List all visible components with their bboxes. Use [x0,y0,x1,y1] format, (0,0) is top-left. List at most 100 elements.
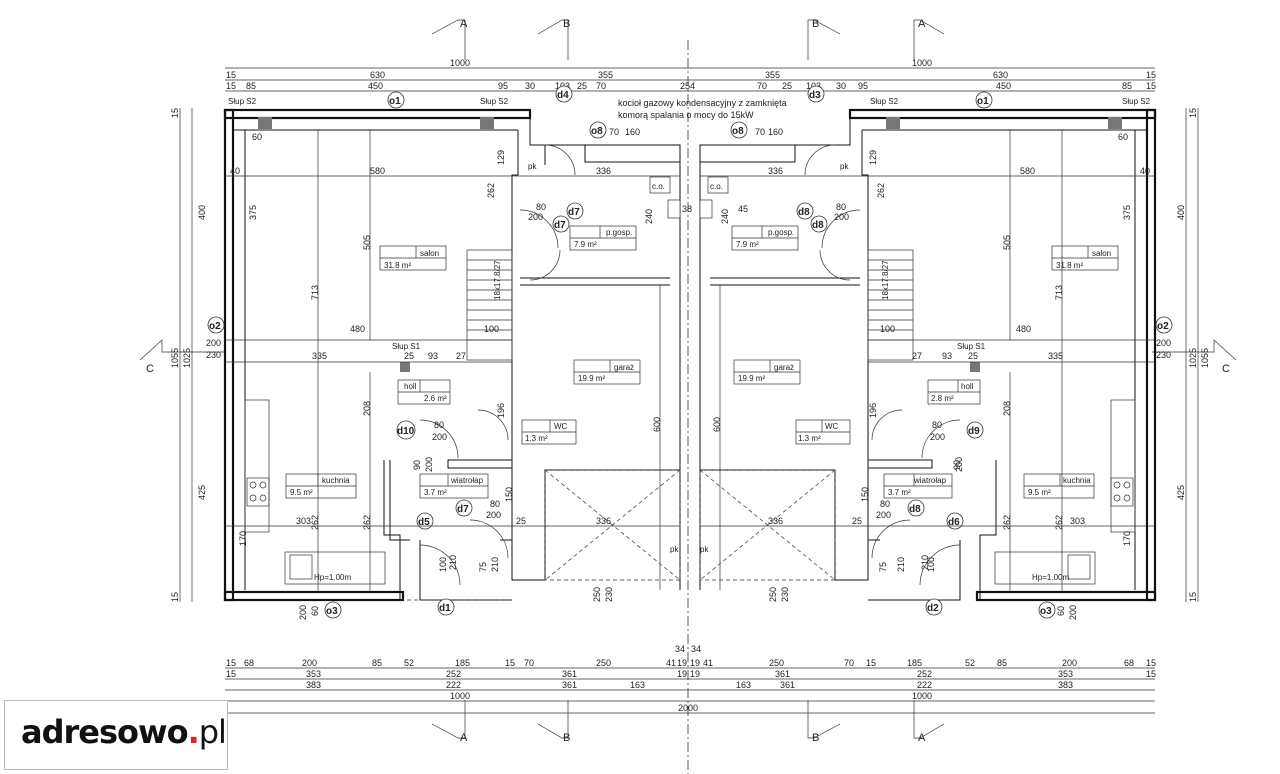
right-unit-walls [699,108,1157,602]
dim-bottom: 15 [866,658,876,668]
dim-inner: 27 [456,351,466,361]
dim-inner: 200 [876,510,891,520]
dim-top: 254 [680,81,695,91]
dim-bottom: 70 [844,658,854,668]
dim-inner: 336 [596,516,611,526]
column-s1 [400,362,410,372]
dim-inner: 600 [652,417,662,432]
mark-d5: d5 [418,517,430,528]
room-area: 31.8 m² [1056,261,1083,270]
dim-inner: 200 [486,510,501,520]
dim-inner: 336 [768,166,783,176]
dim-bottom: 163 [736,680,751,690]
room-name: wiatrołap [913,476,947,485]
dim-bottom: 383 [306,680,321,690]
section-b-bottom-right: B [812,732,819,744]
room-area: 19.9 m² [578,374,605,383]
pk-label: pk [528,162,537,171]
dim-inner: 200 [954,457,964,472]
dim-inner: 75 [878,562,888,572]
dim-inner: 262 [310,515,320,530]
dim-bottom: 19 [677,669,687,679]
dim-bottom: 2000 [678,703,698,713]
mark-d8: d8 [812,220,824,231]
dim-inner: 100 [880,324,895,334]
dim-inner: 480 [350,324,365,334]
dim-inner: 160 [768,127,783,137]
logo-dot: . [187,713,200,751]
logo-tld: pl [198,713,227,751]
dim-top: 85 [246,81,256,91]
dim-top: 30 [525,81,535,91]
dim-top: 355 [598,70,613,80]
dim-bottom: 200 [1062,658,1077,668]
dim-inner: 60 [252,132,262,142]
mark-d10: d10 [397,426,415,437]
top-dimensions: 1000 1000 15 630 355 355 630 15 15 85 45… [225,58,1156,92]
adresowo-logo[interactable]: adresowo.pl [4,700,228,770]
dim-inner: 170 [1122,531,1132,546]
dim-bottom: 383 [1058,680,1073,690]
dim-side: 15 [1188,592,1198,602]
dim-bottom: 85 [997,658,1007,668]
dim-inner: 25 [404,351,414,361]
dim-bottom: 361 [775,669,790,679]
dim-inner: 70 [755,127,765,137]
dim-side: 425 [197,485,207,500]
pk-label: pk [670,545,679,554]
dim-top: 450 [368,81,383,91]
dim-top-1000-left: 1000 [450,58,470,68]
dim-bottom: 52 [965,658,975,668]
dim-inner: 40 [230,166,240,176]
section-b-top-right: B [812,18,819,30]
mark-o1: o1 [389,96,401,107]
dim-bottom: 15 [505,658,515,668]
mark-o2: o2 [1157,321,1169,332]
room-area: 9.5 m² [1028,488,1051,497]
dim-inner: 150 [504,487,514,502]
dim-inner: 208 [1002,401,1012,416]
boiler: c.o. c.o. [649,176,729,219]
mark-o3: o3 [326,606,338,617]
dim-inner: 240 [720,209,730,224]
mark-o2: o2 [209,321,221,332]
dim-inner: 200 [1068,605,1078,620]
room-area: 3.7 m² [888,488,911,497]
dim-bottom: 250 [596,658,611,668]
interior-dimensions: 580 580 336 336 480 480 335 335 93 93 27… [225,127,1155,620]
element-marks: o1 o1 o2 o2 o3 o3 d4 d3 o1 o8 o8 d7 d7 d… [207,85,1173,619]
dim-inner: 129 [496,150,506,165]
dim-side: 400 [1176,205,1186,220]
dim-bottom: 222 [446,680,461,690]
dim-top: 630 [993,70,1008,80]
dim-top: 355 [765,70,780,80]
section-a-bottom-right: A [918,732,926,744]
bottom-dimensions: 34 34 15 68 200 85 52 185 15 70 250 41 1… [225,644,1156,714]
dim-inner: 600 [712,417,722,432]
co-label-right: c.o. [710,182,723,191]
garage-doors [544,469,836,581]
stairs: 18x17.8/27 18x17.8/27 [466,249,914,361]
pk-label: pk [840,162,849,171]
dim-side: 1055 [1200,348,1210,368]
dim-inner: 25 [968,351,978,361]
mark-d1: d1 [439,603,451,614]
dim-inner: 262 [1002,515,1012,530]
dim-inner: 210 [448,555,458,570]
dim-bottom: 41 [666,658,676,668]
dim-bottom: 250 [769,658,784,668]
room-tags: salon 31.8 m² salon 31.8 m² p.gosp. 7.9 … [285,225,1119,499]
mark-d9: d9 [968,426,980,437]
dim-bottom: 15 [226,658,236,668]
dim-bottom: 252 [446,669,461,679]
dim-inner: 27 [912,351,922,361]
dim-side: 230 [206,350,221,360]
logo-text: adresowo.pl [21,713,227,751]
dim-inner: 75 [478,562,488,572]
room-name: holl [404,382,417,391]
dim-inner: 80 [880,499,890,509]
room-name: WC [825,422,839,431]
room-name: holl [961,382,974,391]
dim-side: 230 [1156,350,1171,360]
